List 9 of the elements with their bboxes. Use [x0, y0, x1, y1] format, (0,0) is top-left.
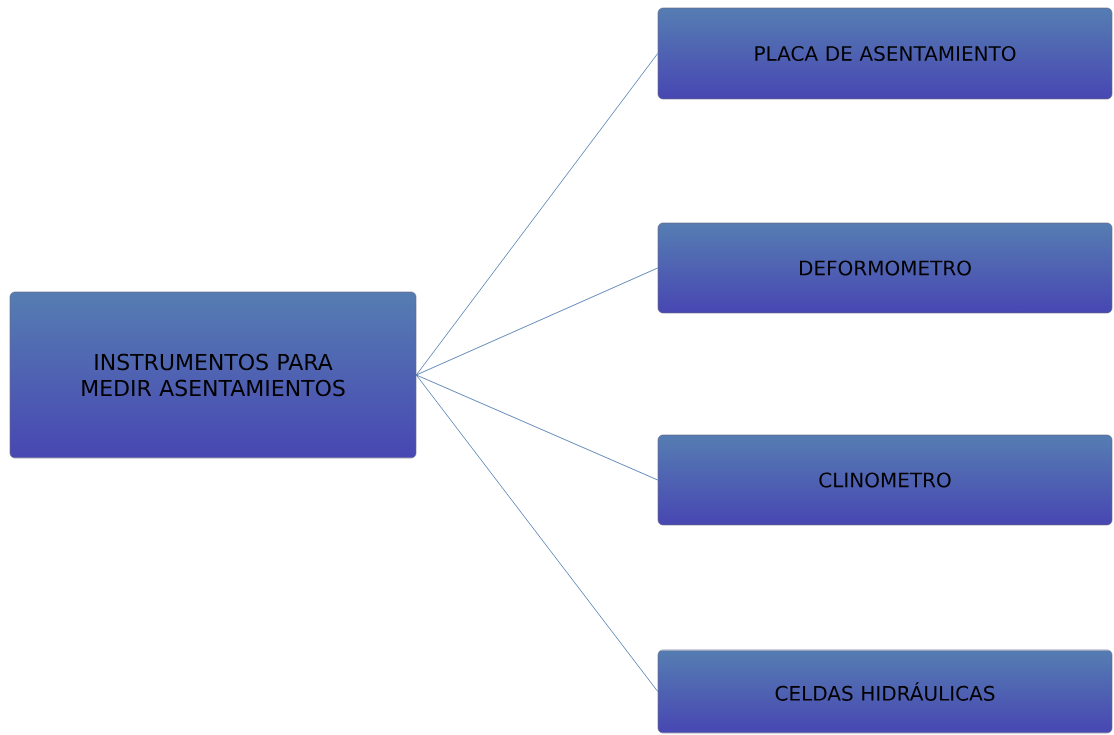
process-box: DEFORMOMETRO	[657, 222, 1113, 314]
connector-line	[415, 374, 659, 692]
connector-line	[415, 374, 659, 481]
process-box: CLINOMETRO	[657, 434, 1113, 526]
connector-line	[415, 53, 659, 376]
process-box: INSTRUMENTOS PARA MEDIR ASENTAMIENTOS	[9, 291, 417, 459]
process-box: PLACA DE ASENTAMIENTO	[657, 7, 1113, 100]
process-box: CELDAS HIDRÁULICAS	[657, 649, 1113, 734]
connector-line	[415, 267, 659, 376]
